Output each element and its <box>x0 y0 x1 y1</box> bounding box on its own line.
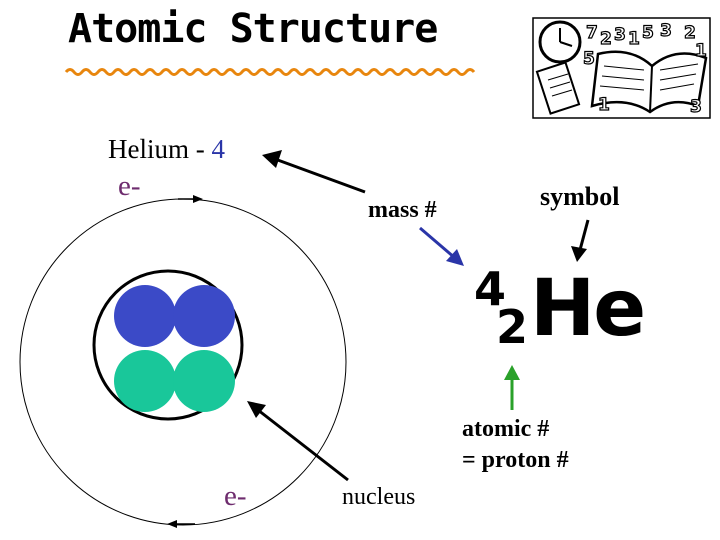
clipart-digit: 1 <box>598 95 610 115</box>
arrow-to-nucleus <box>247 401 266 418</box>
element-symbol: He <box>530 264 646 354</box>
neutron <box>114 350 176 412</box>
clipart-digit: 1 <box>695 41 707 61</box>
electron-arrow-top <box>193 195 203 203</box>
symbol-label: symbol <box>540 182 620 211</box>
element-name: Helium - <box>108 134 212 164</box>
page-title: Atomic Structure <box>68 6 438 52</box>
neutron <box>173 350 235 412</box>
arrow-to-mass-number <box>446 249 464 266</box>
element-mass: 4 <box>211 134 225 164</box>
element-label: Helium - 4 <box>108 134 225 165</box>
arrow-to-helium-mass <box>262 150 282 168</box>
atomic-number-label-line1: atomic # <box>462 416 550 442</box>
clipart-digit: 3 <box>614 25 626 45</box>
electron-arrow-bottom <box>167 520 177 528</box>
clipart-digit: 1 <box>628 29 640 49</box>
arrow-to-symbol <box>571 246 587 262</box>
clipart-digit: 5 <box>642 23 654 43</box>
arrow-to-atomic-number <box>504 365 520 380</box>
clipart-clock-book-icon: 7 2 3 1 5 3 2 1 5 1 3 <box>532 17 711 119</box>
electron-label-top: e- <box>118 170 141 202</box>
title-underline <box>64 68 476 76</box>
electron-label-bottom: e- <box>224 480 247 512</box>
clipart-digit: 3 <box>660 21 672 41</box>
clipart-digit: 5 <box>583 49 595 69</box>
atomic-number-label: atomic # = proton # <box>462 414 569 476</box>
clipart-digit: 7 <box>586 23 598 43</box>
atomic-number-label-line2: = proton # <box>462 447 569 473</box>
proton <box>173 285 235 347</box>
clipart-digit: 3 <box>690 97 702 117</box>
nucleus-boundary <box>92 269 244 421</box>
clipart-digit: 2 <box>600 29 612 49</box>
nucleus-label: nucleus <box>342 484 416 510</box>
proton <box>114 285 176 347</box>
mass-number: 4 <box>474 262 507 316</box>
mass-number-label: mass # <box>368 197 437 223</box>
atomic-number: 2 <box>496 300 529 354</box>
clipart-digit: 2 <box>684 23 696 43</box>
